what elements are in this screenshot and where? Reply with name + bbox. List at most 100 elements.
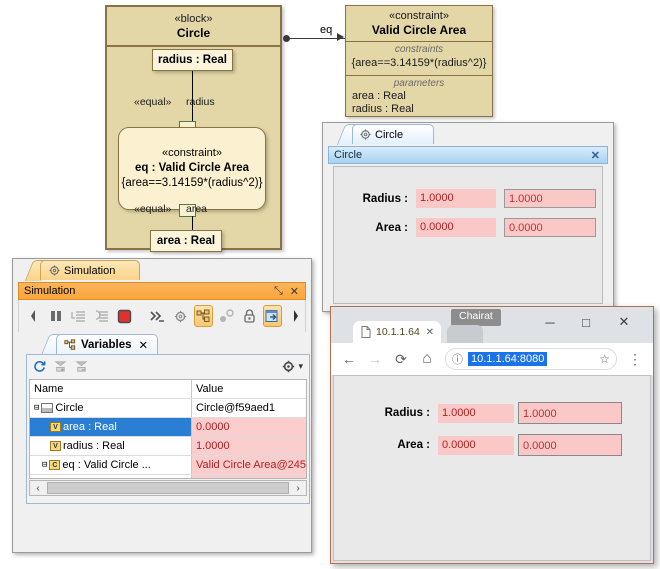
- browser-tab-inactive[interactable]: [447, 325, 483, 343]
- browser-titlebar: Chairat ─ □ ✕ 10.1.1.64 ✕: [331, 307, 653, 343]
- browser-page-content: Radius : 1.0000 1.0000 Area : 0.0000 0.0…: [333, 375, 651, 561]
- part-area-real[interactable]: area : Real: [150, 230, 222, 252]
- forward-icon: →: [368, 351, 382, 367]
- constraint-property-expression: {area==3.14159*(radius^2)}: [121, 177, 263, 189]
- binding-bottom-role-label: area: [186, 203, 208, 215]
- bookmark-star-icon[interactable]: ☆: [599, 352, 610, 366]
- binding-connector-area-line: [192, 216, 193, 231]
- step-over-icon[interactable]: [92, 305, 111, 327]
- pause-icon[interactable]: [46, 305, 65, 327]
- stop-icon[interactable]: [115, 305, 134, 327]
- scroll-left-icon[interactable]: ‹: [36, 482, 40, 494]
- constraints-compartment: constraints {area==3.14159*(radius^2)}: [346, 42, 492, 76]
- home-icon[interactable]: ⌂: [422, 350, 432, 367]
- page-radius-input[interactable]: 1.0000: [518, 402, 622, 424]
- row-label: eq : Valid Circle ...: [62, 459, 151, 471]
- run-to-completion-icon[interactable]: [148, 305, 167, 327]
- page-area-display-value: 0.0000: [438, 435, 514, 455]
- window-minimize-button[interactable]: ─: [545, 314, 555, 330]
- row-name-cell: area : Real: [30, 475, 192, 480]
- simulation-titlebar: Simulation ⤡ ✕: [18, 282, 306, 300]
- parameter-icon: [62, 479, 72, 480]
- table-row[interactable]: V radius : Real 1.0000: [30, 437, 306, 456]
- back-icon[interactable]: ←: [342, 351, 356, 367]
- radius-input[interactable]: 1.0000: [504, 189, 596, 208]
- simulation-gear-icon: [49, 265, 60, 276]
- row-name-cell: ⊟ Circle: [30, 399, 192, 417]
- browser-tab-active[interactable]: 10.1.1.64 ✕: [353, 321, 441, 343]
- variables-table[interactable]: Name Value ⊟ Circle Circle@f59aed1 V are…: [29, 379, 307, 479]
- circle-close-icon[interactable]: ✕: [590, 149, 600, 162]
- expander-minus-icon[interactable]: ⊟: [42, 460, 48, 470]
- collapse-left-arrow-icon[interactable]: [23, 305, 42, 327]
- variables-panel: ▾ Name Value ⊟ Circle Circle@f59aed1 V: [26, 354, 310, 504]
- tab-variables-close-icon[interactable]: ✕: [138, 340, 149, 352]
- page-icon: [361, 326, 371, 338]
- row-label: Circle: [55, 402, 84, 414]
- scrollbar-thumb[interactable]: [47, 482, 289, 494]
- open-ui-icon[interactable]: [262, 305, 282, 327]
- tab-variables-label: Variables: [81, 339, 132, 351]
- expander-minus-icon[interactable]: ⊟: [34, 403, 40, 413]
- table-row[interactable]: ⊟ C eq : Valid Circle ... Valid Circle A…: [30, 456, 306, 475]
- browser-profile-label[interactable]: Chairat: [451, 309, 501, 326]
- refresh-icon[interactable]: [33, 360, 46, 373]
- expand-right-arrow-icon[interactable]: [286, 305, 305, 327]
- page-area-input[interactable]: 0.0000: [518, 434, 622, 456]
- binding-top-role-label: radius: [186, 96, 215, 108]
- page-radius-display-value: 1.0000: [438, 403, 514, 423]
- constraint-property-name: eq : Valid Circle Area: [135, 162, 249, 174]
- page-form-row-area: Area : 0.0000 0.0000: [334, 434, 650, 456]
- window-maximize-button[interactable]: □: [582, 314, 590, 330]
- tab-simulation-label: Simulation: [64, 264, 116, 277]
- constraint-block-valid-circle-area[interactable]: «constraint» Valid Circle Area constrain…: [345, 5, 493, 117]
- page-area-label: Area :: [397, 439, 430, 451]
- simulation-window: Simulation Simulation ⤡ ✕: [12, 258, 312, 553]
- address-bar[interactable]: ⓘ 10.1.1.64:8080 ☆: [445, 348, 617, 370]
- browser-tab-close-icon[interactable]: ✕: [425, 326, 434, 338]
- table-row[interactable]: V area : Real 0.0000: [30, 418, 306, 437]
- constraint-property-icon: C: [49, 460, 61, 470]
- circle-form-body: Radius : 1.0000 1.0000 Area : 0.0000 0.0…: [333, 166, 603, 304]
- radius-label: Radius :: [362, 192, 408, 205]
- tab-circle[interactable]: Circle: [352, 124, 434, 144]
- table-row[interactable]: ⊟ Circle Circle@f59aed1: [30, 399, 306, 418]
- part-radius-real[interactable]: radius : Real: [152, 49, 233, 71]
- row-value-cell: Circle@f59aed1: [196, 402, 276, 414]
- constraint-port-bottom[interactable]: [179, 204, 196, 217]
- browser-menu-icon[interactable]: ⋮: [628, 350, 642, 367]
- show-states-icon[interactable]: [217, 305, 236, 327]
- browser-toolbar: ← → ⟳ ⌂ ⓘ 10.1.1.64:8080 ☆ ⋮: [331, 343, 653, 375]
- expand-all-icon[interactable]: [54, 360, 67, 373]
- collapse-all-icon[interactable]: [75, 360, 88, 373]
- dropdown-arrow-icon[interactable]: ▾: [298, 360, 303, 371]
- window-close-button[interactable]: ✕: [618, 314, 630, 329]
- options-gear-icon[interactable]: [282, 360, 295, 373]
- reload-icon[interactable]: ⟳: [395, 350, 407, 367]
- constraint-property-eq[interactable]: «constraint» eq : Valid Circle Area {are…: [118, 127, 266, 210]
- variables-horizontal-scrollbar[interactable]: ‹ ›: [29, 480, 307, 496]
- constraints-expression: {area==3.14159*(radius^2)}: [351, 57, 487, 69]
- scroll-right-icon[interactable]: ›: [296, 482, 300, 494]
- row-name-cell: ⊟ C eq : Valid Circle ...: [30, 456, 192, 474]
- step-into-icon[interactable]: [69, 305, 88, 327]
- variables-toolbar: ▾: [27, 355, 309, 377]
- area-input[interactable]: 0.0000: [504, 218, 596, 237]
- tab-simulation[interactable]: Simulation: [40, 260, 140, 280]
- table-row[interactable]: area : Real 0.0000: [30, 475, 306, 480]
- connector-line[interactable]: [285, 38, 345, 39]
- row-value-cell: 0.0000: [192, 475, 306, 478]
- page-info-icon[interactable]: ⓘ: [452, 354, 463, 366]
- lock-icon[interactable]: [240, 305, 259, 327]
- url-text[interactable]: 10.1.1.64:8080: [468, 352, 548, 366]
- page-form-row-radius: Radius : 1.0000 1.0000: [334, 402, 650, 424]
- simulation-close-icon[interactable]: ✕: [289, 285, 299, 298]
- settings-gear-icon[interactable]: [171, 305, 190, 327]
- show-structure-icon[interactable]: [193, 305, 213, 327]
- row-value-cell: 1.0000: [192, 437, 306, 455]
- variables-tree-icon: [64, 339, 76, 351]
- simulation-restore-icon[interactable]: ⤡: [273, 284, 283, 297]
- simulation-tabstrip: Simulation: [12, 258, 312, 281]
- tab-variables[interactable]: Variables ✕: [56, 334, 158, 355]
- constraint-block-stereotype: «constraint»: [389, 10, 449, 22]
